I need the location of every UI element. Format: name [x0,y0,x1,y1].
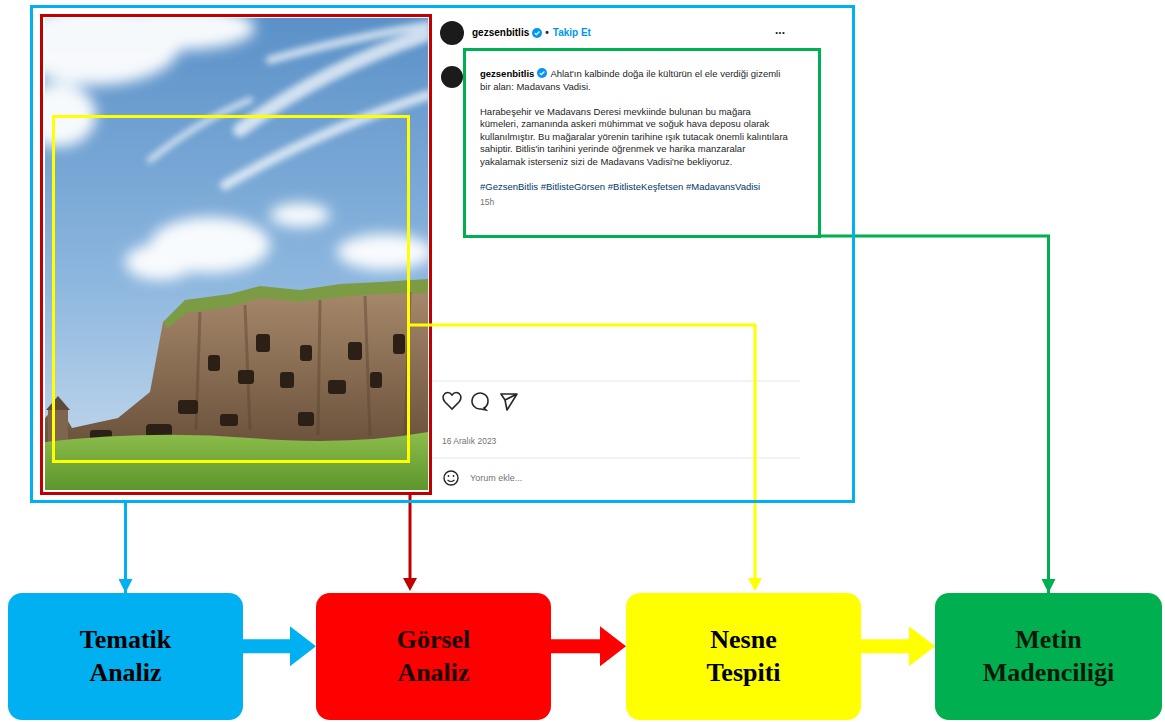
caption-frame: gezsenbitlisAhlat'ın kalbinde doğa ile k… [463,48,821,238]
post-header: gezsenbitlis • Takip Et [472,27,591,39]
badge-circle [532,28,542,38]
connector-line [821,236,1049,593]
account-name: gezsenbitlis [480,68,534,79]
caption-body: gezsenbitlisAhlat'ın kalbinde doğa ile k… [480,68,792,209]
badge-circle [537,68,547,78]
box-text: Görsel Analiz [397,624,471,689]
process-box: Görsel Analiz [316,593,551,720]
badge-check [540,72,545,75]
block-arrow [861,626,935,666]
caption-paragraph: Harabeşehir ve Madavans Deresi mevkiinde… [480,106,792,169]
hashtags: #GezsenBitlis #BitlisteGörsen #BitlisteK… [480,181,792,194]
box-label: Tematik Analiz [80,624,172,689]
box-label: Metin Madenciliği [983,624,1114,689]
post-date: 16 Aralık 2023 [442,436,496,447]
process-box: Metin Madenciliği [935,593,1162,720]
process-box: Nesne Tespiti [626,593,861,720]
follow-button: Takip Et [553,27,591,39]
box-text: Metin Madenciliği [983,624,1114,689]
cave-openings [90,334,405,444]
photo [45,18,428,490]
verified-badge [537,68,547,78]
badge-check [535,32,540,35]
comment-icon [472,393,488,410]
more-menu: ... [775,23,785,37]
avatar [440,21,464,45]
post-age: 15h [480,196,792,209]
avatar [441,66,463,88]
box-label: Görsel Analiz [397,624,471,689]
rock-formation [45,285,428,448]
leader-arrowhead [403,578,417,591]
box-label: Nesne Tespiti [706,624,780,689]
cloud-wisps [150,25,428,185]
leader-line [409,495,412,579]
divider [432,381,800,382]
divider [432,458,800,459]
leader-line [410,325,755,579]
account-name: gezsenbitlis [472,27,529,39]
rock-grass [163,279,428,328]
rock-shading [196,292,410,438]
block-arrow [243,626,316,666]
verified-badge [532,28,542,38]
like-icon [443,393,461,409]
object-outline [54,117,409,462]
box-text: Nesne Tespiti [706,624,780,689]
comment-input: Yorum ekle... [470,472,522,484]
leader-arrowhead [748,578,762,591]
caption-intro: gezsenbitlisAhlat'ın kalbinde doğa ile k… [480,68,792,93]
block-arrow [551,626,626,666]
share-icon [501,394,517,410]
connector-line [124,503,127,593]
small-church [46,396,70,442]
post-frame: gezsenbitlis • Takip Et... 16 Aralık 2023Yo… [30,5,855,503]
clouds [45,18,428,280]
emoji-icon [444,471,458,485]
separator-dot: • [545,27,549,39]
image-outline [42,16,431,494]
box-text: Tematik Analiz [80,624,172,689]
process-box: Tematik Analiz [8,593,243,720]
